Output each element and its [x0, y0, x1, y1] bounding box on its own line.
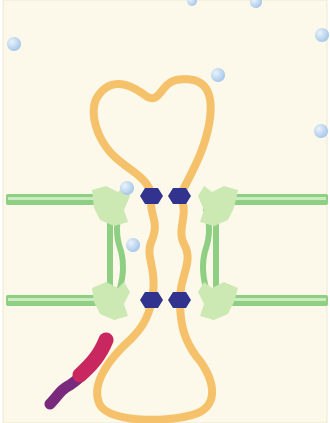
ligand-ball	[211, 68, 225, 82]
background-panel	[3, 0, 327, 423]
ligand-ball	[315, 28, 329, 42]
upper-membrane-left-highlight	[8, 197, 104, 200]
ligand-ball	[314, 124, 328, 138]
ligand-ball	[120, 181, 134, 195]
lower-membrane-right-highlight	[226, 298, 326, 301]
lower-membrane-left-highlight	[8, 298, 104, 301]
upper-membrane-right-highlight	[226, 197, 326, 200]
ligand-ball	[7, 37, 21, 51]
ligand-ball	[126, 238, 140, 252]
